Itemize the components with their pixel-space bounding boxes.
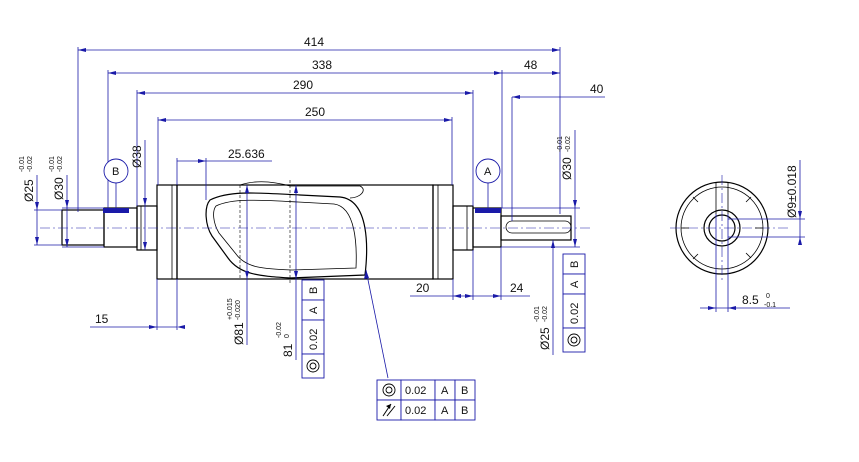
dim-414: 414: [304, 35, 324, 49]
tol-85-upper: 0: [766, 293, 770, 300]
diameter-dimensions: Ø25 -0.01 -0.02 Ø30 -0.01 -0.02 Ø38 Ø30 …: [19, 130, 580, 360]
dim-dia25-right: Ø25: [538, 327, 552, 350]
frame-leader: [365, 269, 389, 379]
concentricity-icon: [567, 333, 581, 347]
tol-dia25-right-lower: -0.02: [542, 306, 549, 322]
dim-dia9: Ø9±0.018: [785, 165, 799, 218]
datum-b-label: B: [112, 166, 119, 178]
feature-frame-vertical-1: B A 0.02: [301, 279, 325, 379]
tol-dia25-right-upper: -0.01: [534, 306, 541, 322]
feature-frame-horizontal-2: 0.02 A B: [376, 399, 476, 421]
dim-338: 338: [312, 58, 332, 72]
tol-dia30-left-upper: -0.01: [49, 156, 56, 172]
dim-40: 40: [590, 82, 604, 96]
dim-dia30-right: Ø30: [560, 157, 574, 180]
frame4-ref-a: A: [441, 405, 449, 417]
dim-dia30-left: Ø30: [52, 177, 66, 200]
dim-81: 81: [281, 343, 295, 357]
end-view-dims: Ø9±0.018 8.5 0 -0.1: [700, 160, 805, 312]
tol-dia30-right-lower: -0.02: [565, 136, 572, 152]
tol-dia81-upper: +0.015: [227, 298, 234, 320]
frame3-ref-a: A: [441, 385, 449, 397]
datum-b: B: [103, 158, 129, 213]
dim-dia25-left: Ø25: [22, 179, 36, 202]
frame3-tol: 0.02: [405, 385, 426, 397]
frame1-tol: 0.02: [308, 329, 320, 350]
dim-250: 250: [305, 105, 325, 119]
frame4-tol: 0.02: [405, 405, 426, 417]
dim-48: 48: [524, 58, 538, 72]
frame2-tol: 0.02: [569, 303, 581, 324]
dim-15: 15: [95, 312, 109, 326]
tol-dia81-lower: -0.020: [235, 300, 242, 320]
concentricity-icon: [382, 383, 396, 397]
shaft-outline: [61, 180, 572, 283]
frame1-ref-a: A: [308, 306, 320, 314]
horizontal-dimensions: 414 338 48 290 40 250: [77, 35, 605, 330]
frame2-ref-b: B: [569, 261, 581, 268]
frame2-ref-a: A: [569, 280, 581, 288]
feature-frame-vertical-2: B A 0.02: [562, 253, 586, 353]
dim-dia81: Ø81: [232, 322, 246, 345]
tol-dia30-left-lower: -0.02: [57, 156, 64, 172]
end-view: [670, 175, 790, 282]
frame3-ref-b: B: [461, 385, 468, 397]
tol-dia25-left-upper: -0.01: [19, 156, 26, 172]
frame4-ref-b: B: [461, 405, 468, 417]
dim-20: 20: [416, 281, 430, 295]
tol-len81-lower: 0: [284, 334, 291, 338]
feature-frame-horizontal-1: 0.02 A B: [376, 379, 476, 401]
tol-dia25-left-lower: -0.02: [27, 156, 34, 172]
tol-85-lower: -0.1: [764, 302, 776, 309]
dim-85: 8.5: [742, 293, 759, 307]
dim-290: 290: [293, 78, 313, 92]
tol-dia30-right-upper: -0.01: [557, 136, 564, 152]
dim-25636: 25.636: [228, 147, 265, 161]
frame1-ref-b: B: [308, 287, 320, 294]
datum-a: A: [475, 158, 501, 213]
tol-len81-upper: -0.02: [276, 322, 283, 338]
datum-a-label: A: [484, 166, 492, 178]
dim-24: 24: [510, 281, 524, 295]
circular-runout-icon: [382, 403, 396, 417]
concentricity-icon: [306, 359, 320, 373]
dim-dia38: Ø38: [130, 145, 144, 168]
